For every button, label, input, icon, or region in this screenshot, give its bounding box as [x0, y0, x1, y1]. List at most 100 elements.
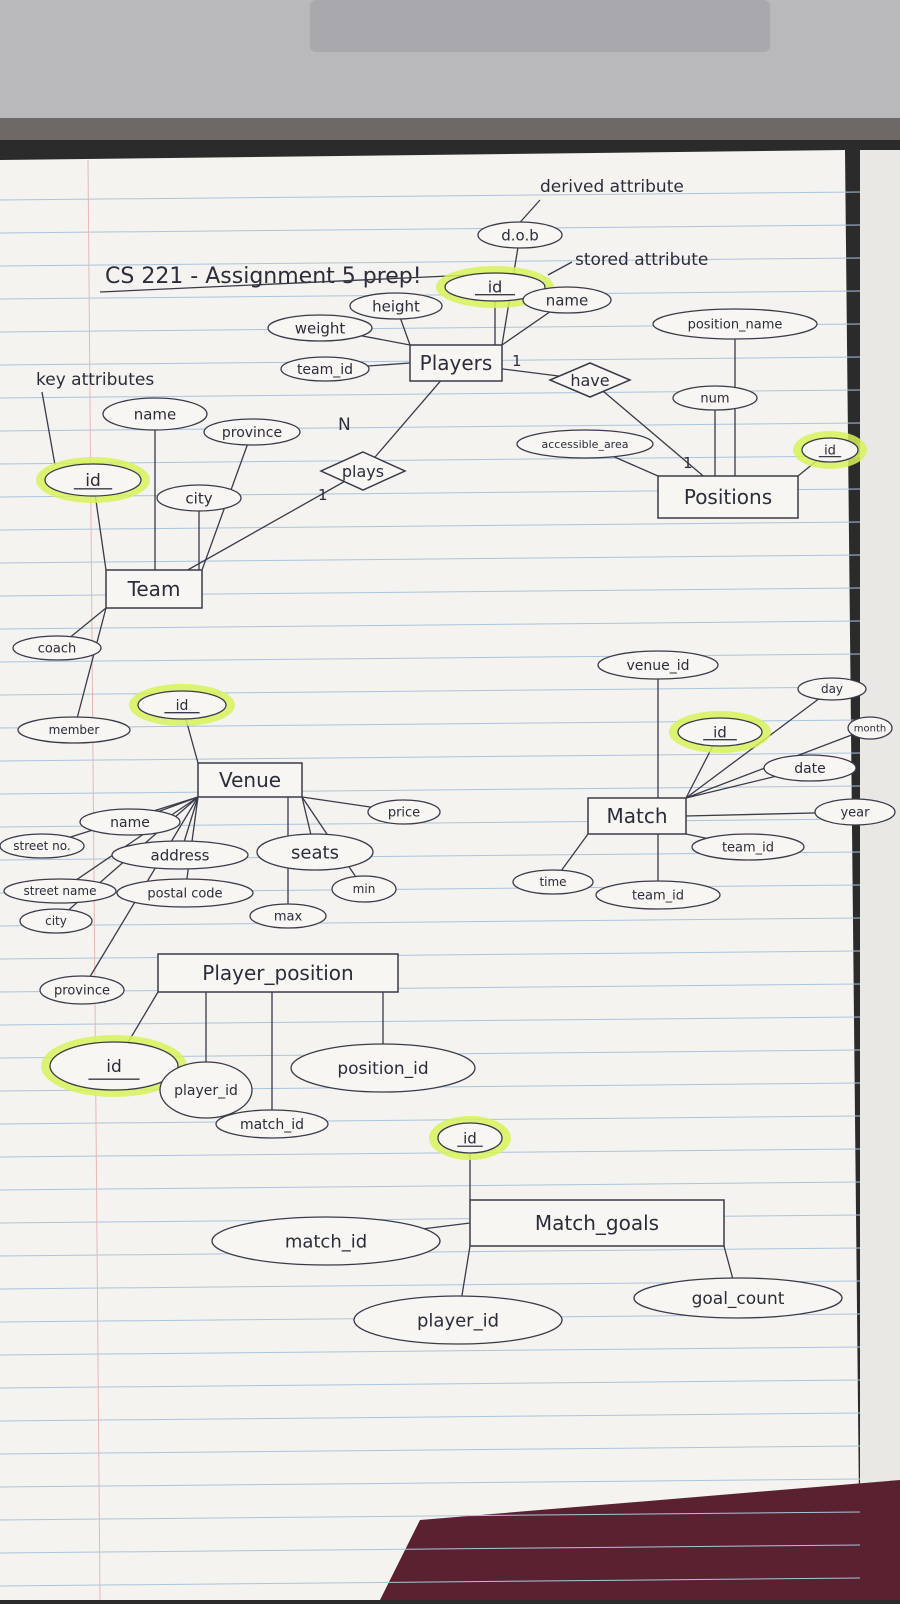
- entity-label-venue: Venue: [219, 768, 281, 792]
- rule-line: [0, 1379, 861, 1389]
- page-title: CS 221 - Assignment 5 prep!: [105, 264, 422, 289]
- attr-oval-match: [691, 833, 805, 861]
- attr-oval-venue: [137, 690, 227, 720]
- attr-label-positions: id: [824, 444, 836, 459]
- attr-label-venue: id: [176, 698, 189, 714]
- entity-venue: [197, 762, 303, 798]
- attr-oval-venue: [0, 833, 85, 859]
- title-underline: [99, 274, 471, 293]
- relationship-label-plays: plays: [342, 462, 384, 481]
- rule-line: [0, 1511, 861, 1521]
- rule-line: [0, 1346, 861, 1356]
- entity-match: [587, 797, 687, 835]
- attr-label-match: team_id: [722, 841, 774, 856]
- rule-line: [0, 917, 861, 927]
- attr-oval-venue: [79, 808, 181, 836]
- attr-label-team: coach: [38, 642, 76, 657]
- attr-oval-team: [102, 397, 208, 431]
- attr-label-venue: max: [274, 910, 303, 925]
- attr-label-players: id: [488, 278, 503, 297]
- rule-line: [0, 785, 861, 795]
- attr-oval-team: [156, 484, 242, 512]
- attr-label-venue: street no.: [13, 839, 70, 853]
- attr-oval-match_goals: [437, 1122, 503, 1154]
- rule-line: [0, 1412, 861, 1422]
- card-players-plays: N: [338, 415, 351, 435]
- attr-label-team: name: [134, 405, 177, 423]
- attr-oval-match: [763, 754, 857, 782]
- key-note: key attributes: [36, 370, 154, 390]
- margin-line: [87, 159, 101, 1601]
- attr-label-positions: num: [700, 392, 729, 407]
- attr-oval-match_goals: [633, 1277, 843, 1319]
- attr-label-players: name: [546, 291, 589, 309]
- attr-oval-match: [595, 880, 721, 910]
- stored-note-pointer: [547, 261, 573, 276]
- attr-oval-match: [512, 869, 594, 895]
- attr-oval-player_position: [215, 1109, 329, 1139]
- rule-line: [0, 521, 861, 531]
- attr-label-player_position: id: [106, 1057, 122, 1077]
- attr-label-venue: min: [353, 882, 376, 896]
- attr-label-team: id: [85, 471, 101, 491]
- attr-label-positions: position_name: [688, 318, 783, 333]
- attr-label-match_goals: player_id: [417, 1310, 499, 1331]
- rule-line: [0, 455, 861, 465]
- attr-label-venue: city: [45, 914, 67, 928]
- attr-label-players: d.o.b: [501, 226, 539, 244]
- attr-label-match: day: [821, 682, 843, 696]
- key-note-pointer: [41, 391, 56, 466]
- entity-label-positions: Positions: [684, 485, 772, 509]
- attr-label-match: month: [854, 724, 886, 735]
- card-team-plays: 1: [318, 486, 328, 504]
- attr-label-positions: accessible_area: [542, 438, 629, 451]
- attr-oval-team: [203, 418, 301, 446]
- attr-oval-venue: [39, 975, 125, 1005]
- attr-label-venue: postal code: [147, 887, 222, 902]
- attr-label-venue: province: [54, 984, 110, 999]
- rule-line: [0, 554, 861, 564]
- attr-oval-positions: [652, 308, 818, 340]
- attr-label-players: team_id: [297, 362, 353, 378]
- entity-team: [105, 569, 203, 609]
- rule-line: [0, 224, 861, 234]
- attr-oval-team: [44, 463, 142, 497]
- entity-boxes: PlayersPositionsTeamVenueMatchPlayer_pos…: [105, 344, 799, 1247]
- derived-note: derived attribute: [540, 177, 684, 197]
- attr-label-player_position: match_id: [240, 1117, 304, 1133]
- attr-oval-players: [349, 292, 443, 320]
- attr-oval-team: [17, 716, 131, 744]
- attr-label-match_goals: goal_count: [692, 1289, 785, 1309]
- attr-label-players: weight: [295, 319, 346, 337]
- attr-oval-venue: [3, 878, 117, 904]
- attr-oval-players: [280, 356, 370, 382]
- rule-line: [0, 1148, 861, 1158]
- attr-oval-players: [444, 272, 546, 302]
- next-page-edge: [860, 150, 900, 1600]
- attr-oval-venue: [367, 799, 441, 825]
- attr-oval-positions: [516, 429, 654, 459]
- attr-oval-match_goals: [353, 1295, 563, 1345]
- rule-line: [0, 1115, 861, 1125]
- attr-oval-venue: [256, 833, 374, 871]
- attr-label-venue: street name: [24, 884, 97, 898]
- rule-line: [0, 191, 861, 201]
- attr-oval-players: [522, 286, 612, 314]
- rule-line: [0, 950, 861, 960]
- card-players-have: 1: [512, 352, 522, 370]
- rule-line: [0, 1016, 861, 1026]
- attr-label-venue: address: [151, 846, 210, 864]
- rule-line: [0, 1577, 861, 1587]
- entity-label-match_goals: Match_goals: [535, 1211, 659, 1235]
- attr-oval-positions: [672, 385, 758, 411]
- attr-oval-match: [814, 798, 896, 826]
- attr-oval-match: [797, 677, 867, 701]
- laptop-shadow: [0, 118, 900, 140]
- attr-oval-players: [477, 221, 563, 249]
- card-positions-have: 1: [683, 454, 693, 472]
- attr-oval-player_position: [290, 1043, 476, 1093]
- attr-label-venue: seats: [291, 842, 339, 863]
